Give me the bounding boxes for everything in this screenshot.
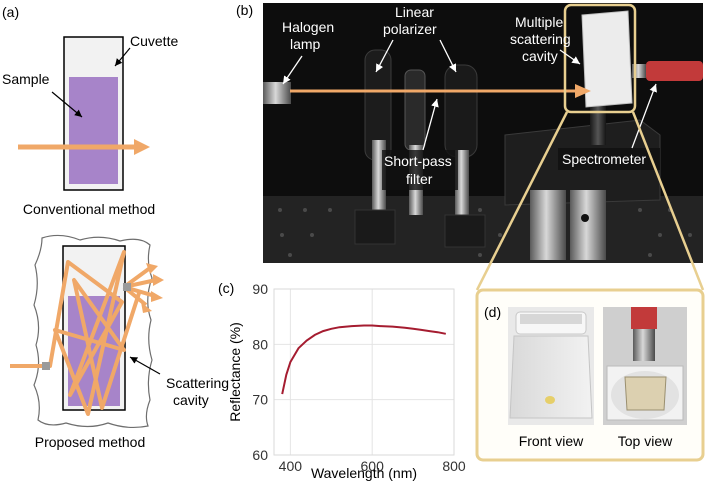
scattering-label-1: Scattering <box>166 375 229 391</box>
cavity-highlight-box <box>563 3 637 114</box>
filter-label-bg <box>382 150 458 190</box>
x-axis-label: Wavelength (nm) <box>311 465 417 481</box>
scattering-label-2: cavity <box>173 392 209 408</box>
out-arrow-3 <box>151 291 163 302</box>
sample-label: Sample <box>2 71 50 87</box>
cuvette-pointer <box>114 47 131 67</box>
front-view-caption: Front view <box>519 433 584 449</box>
reflectance-line <box>281 324 446 395</box>
polarizer-clamp <box>354 209 396 245</box>
y-ticks: 60 70 80 90 <box>252 281 268 463</box>
sample-liquid <box>69 77 118 184</box>
light-beam-head <box>575 84 591 98</box>
panel-a: (a) Cuvette Sample Conventional method <box>2 4 229 450</box>
out-arrow-4 <box>141 302 152 313</box>
halogen-lamp-body <box>263 82 291 104</box>
polarizer-label-1: Linear <box>395 4 434 20</box>
filter-label-2: filter <box>406 171 433 187</box>
cavity-pointer <box>559 49 581 65</box>
cavity-label-1: Multiple <box>515 14 563 30</box>
y-tick-label: 60 <box>252 447 268 463</box>
panel-d-label: (d) <box>484 304 501 320</box>
polarizer-pointer-1 <box>375 39 394 73</box>
filter-holder <box>444 64 478 158</box>
scattering-cavity-block <box>581 10 633 108</box>
filter-pointer <box>422 98 439 151</box>
input-port <box>42 362 50 370</box>
polarizer-pointer-2 <box>439 39 457 73</box>
front-view-photo <box>508 307 594 425</box>
stage-post-2 <box>570 190 606 260</box>
cavity-label-2: scattering <box>510 31 571 47</box>
halogen-label-1: Halogen <box>282 19 334 35</box>
zoom-line-right <box>631 111 705 291</box>
conventional-diagram: Cuvette Sample Conventional method <box>2 33 178 217</box>
filter-mount <box>404 69 426 151</box>
y-axis-label: Reflectance (%) <box>227 322 243 422</box>
conventional-caption: Conventional method <box>23 201 155 217</box>
spectrometer-pointer <box>631 83 657 149</box>
fiber-cable <box>646 61 703 81</box>
polarizer-label-2: polarizer <box>383 21 437 37</box>
panel-c: (c) Reflectance (%) Wavelength (nm) 60 70… <box>218 280 466 481</box>
spectrometer-label-bg <box>558 148 660 170</box>
panel-b: (b) <box>236 2 705 291</box>
filter-clamp <box>444 214 486 248</box>
zoom-line-left <box>475 111 569 291</box>
filter-post-2 <box>455 150 469 220</box>
x-tick-label: 800 <box>442 458 466 474</box>
panel-a-label: (a) <box>2 4 19 20</box>
y-tick-label: 70 <box>252 392 268 408</box>
top-view-caption: Top view <box>618 433 673 449</box>
y-tick-label: 90 <box>252 281 268 297</box>
stage-post-1 <box>530 190 566 260</box>
halogen-label-2: lamp <box>290 36 321 52</box>
cavity-post <box>590 105 606 145</box>
cavity-input-port <box>545 396 555 404</box>
cavity-label-3: cavity <box>522 48 558 64</box>
scattering-pointer <box>129 356 161 375</box>
spectrometer-label: Spectrometer <box>562 151 646 167</box>
y-tick-label: 80 <box>252 336 268 352</box>
top-view-photo <box>603 307 687 425</box>
stage-hole <box>581 214 589 222</box>
panel-d: (d) Front view Top view <box>475 288 705 462</box>
filter-label-1: Short-pass <box>384 153 452 169</box>
conventional-beam-head <box>134 139 150 155</box>
proposed-diagram: Scattering cavity Proposed method <box>10 234 229 450</box>
chart-grid <box>274 288 455 456</box>
panel-b-label: (b) <box>236 2 253 18</box>
x-tick-label: 400 <box>279 458 303 474</box>
halogen-pointer <box>282 55 303 85</box>
x-ticks: 400 600 800 <box>279 458 466 474</box>
x-tick-label: 600 <box>361 458 385 474</box>
out-arrow-1 <box>146 263 158 274</box>
plot-frame <box>273 288 455 456</box>
out-arrow-2 <box>153 274 164 286</box>
cuvette-label: Cuvette <box>130 33 178 49</box>
proposed-caption: Proposed method <box>35 434 146 450</box>
sample-pointer <box>51 91 83 118</box>
cuvette-inside <box>624 376 667 411</box>
panel-c-label: (c) <box>218 280 234 296</box>
output-port <box>123 283 131 291</box>
